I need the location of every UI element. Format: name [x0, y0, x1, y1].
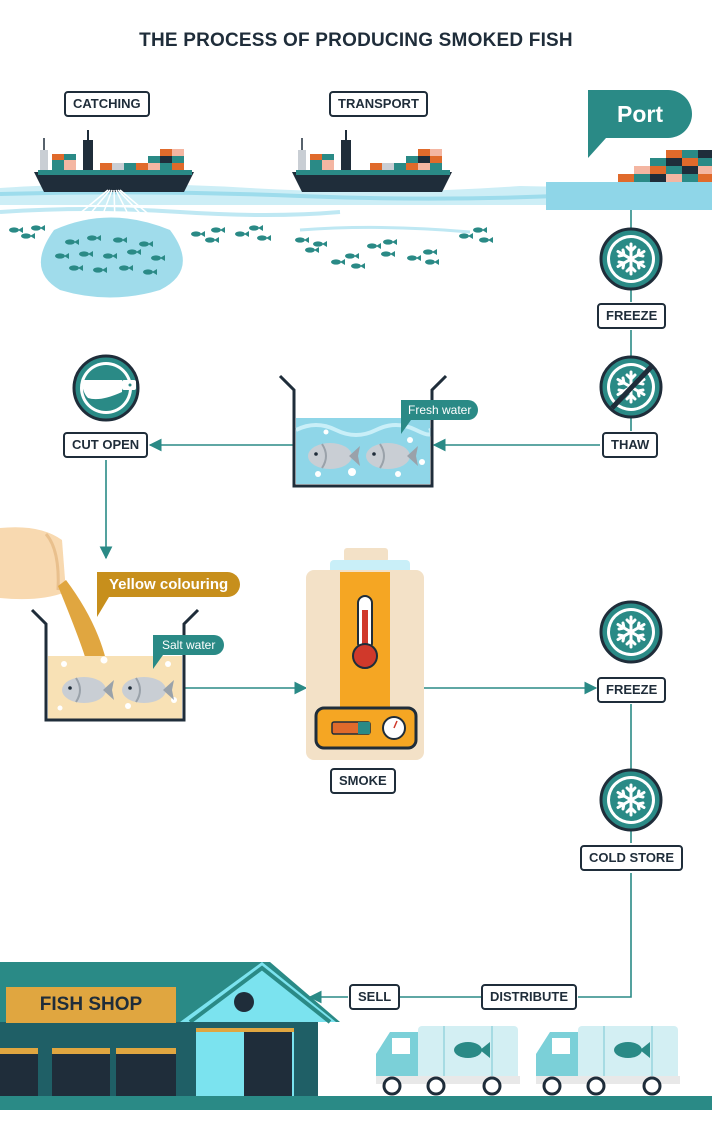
- delivery-truck-icon: [376, 1026, 520, 1096]
- snowflake-icon: [599, 768, 663, 832]
- step-cold-store: COLD STORE: [580, 845, 683, 871]
- port-label: Port: [588, 90, 692, 158]
- snowflake-icon: [599, 227, 663, 291]
- step-transport: TRANSPORT: [329, 91, 428, 117]
- step-sell: SELL: [349, 984, 401, 1010]
- step-cut-open: CUT OPEN: [63, 432, 149, 458]
- callout-yellow-colouring: Yellow colouring: [97, 572, 241, 617]
- diagram-title: THE PROCESS OF PRODUCING SMOKED FISH: [139, 30, 573, 51]
- step-thaw: THAW: [602, 432, 659, 458]
- delivery-truck-icon: [536, 1026, 680, 1096]
- transport-ship-icon: [292, 130, 452, 192]
- smoker-oven-icon: [306, 548, 424, 760]
- fish-shop-building-icon: [0, 962, 340, 1098]
- fresh-water-tub-icon: [278, 374, 448, 488]
- callout-fresh-water: Fresh water: [401, 400, 479, 434]
- fish-shop-sign: FISH SHOP: [6, 987, 176, 1023]
- salt-water-tub-icon: [0, 527, 200, 722]
- step-smoke: SMOKE: [330, 768, 396, 794]
- callout-salt-water: Salt water: [153, 635, 225, 669]
- step-freeze-1: FREEZE: [597, 303, 667, 329]
- fishing-net-icon: [40, 189, 183, 298]
- step-distribute: DISTRIBUTE: [481, 984, 577, 1010]
- knife-icon: [72, 354, 140, 422]
- flow-connectors: [99, 210, 632, 1004]
- step-catching: CATCHING: [64, 91, 150, 117]
- port-containers-icon: [618, 150, 712, 182]
- snowflake-icon: [599, 600, 663, 664]
- step-freeze-2: FREEZE: [597, 677, 667, 703]
- no-snowflake-icon: [599, 355, 663, 419]
- fishing-ship-icon: [34, 130, 194, 192]
